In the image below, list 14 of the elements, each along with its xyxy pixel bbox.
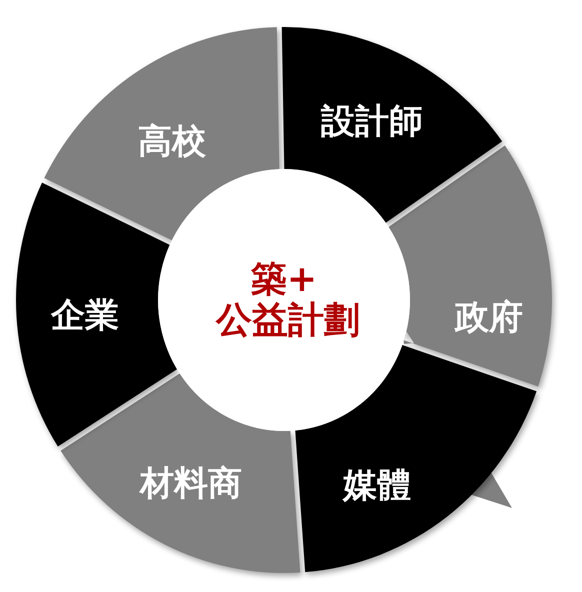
ring-segment — [281, 27, 503, 223]
ring-segment — [44, 27, 280, 241]
ring-segment — [60, 373, 301, 573]
ring-segment — [388, 145, 552, 387]
ring-segment — [295, 345, 537, 573]
center-title: 築+ — [250, 258, 318, 300]
segment-label: 設計師 — [321, 103, 423, 141]
segment-label: 材料商 — [140, 465, 242, 503]
segment-label: 政府 — [455, 299, 523, 337]
segment-label: 高校 — [138, 123, 206, 161]
segment-label: 企業 — [51, 297, 119, 335]
center-subtitle: 公益計劃 — [216, 300, 360, 342]
ring-segment — [16, 182, 178, 447]
segment-label: 媒體 — [343, 467, 411, 505]
